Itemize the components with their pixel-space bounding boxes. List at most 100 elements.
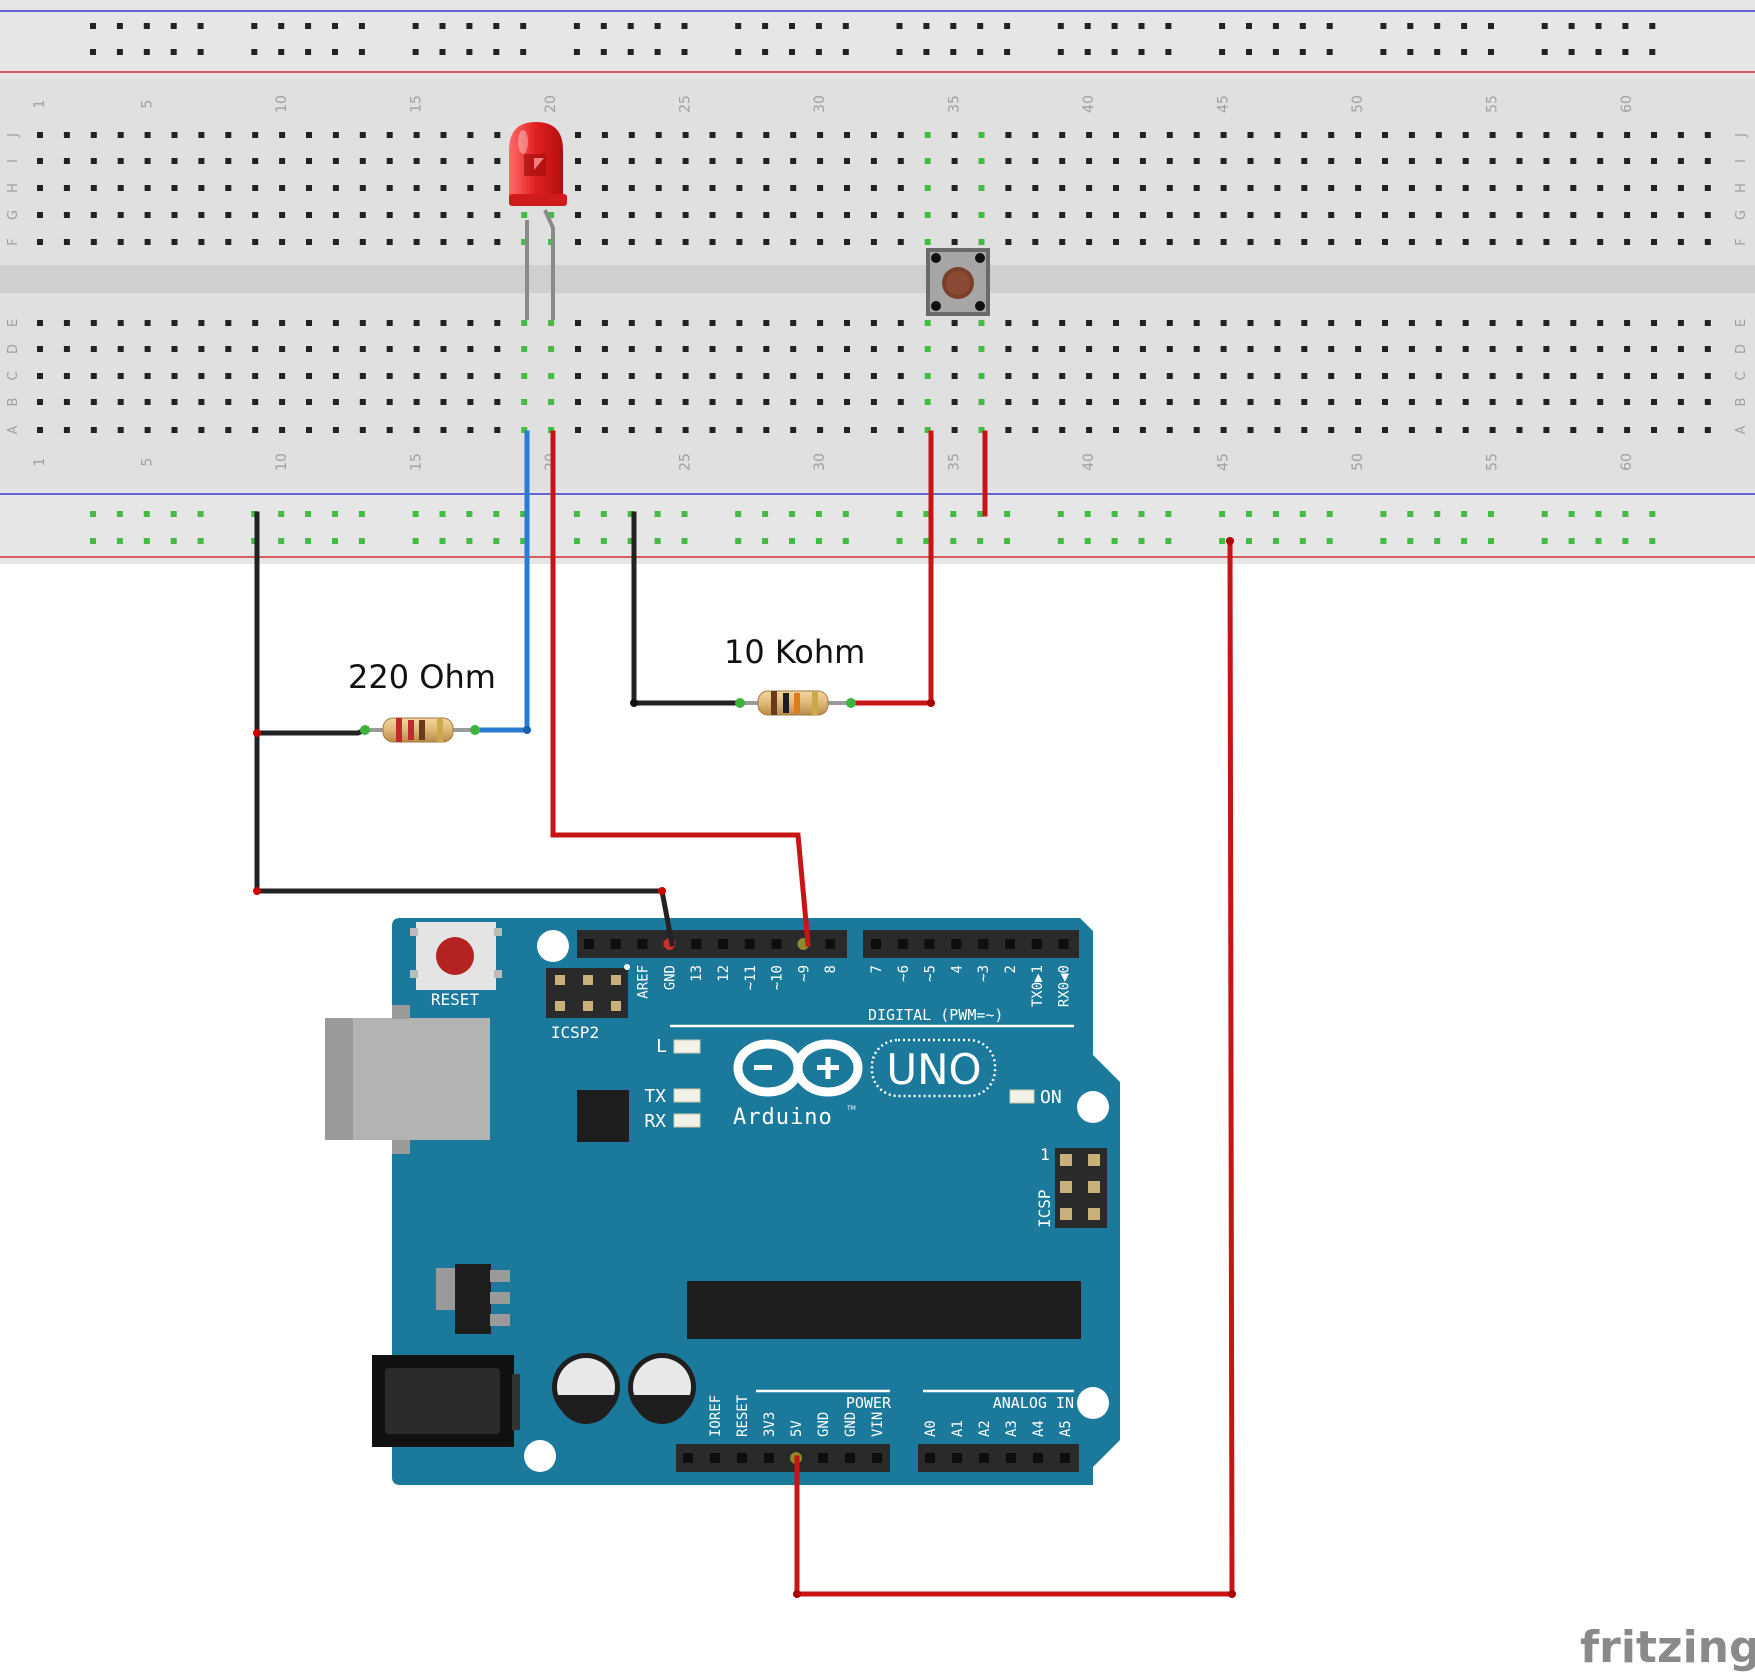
breadboard-hole [1274, 399, 1281, 405]
breadboard-hole [1624, 239, 1631, 245]
wire-rail-to-5v [794, 538, 1235, 1597]
breadboard-hole [763, 158, 770, 164]
rail-hole [1057, 511, 1064, 517]
pushbutton[interactable] [926, 248, 990, 316]
breadboard-hole [306, 373, 312, 379]
rail-hole [1595, 538, 1602, 544]
breadboard-hole [1408, 132, 1415, 138]
breadboard-hole [1462, 239, 1469, 245]
breadboard-hole [1624, 132, 1631, 138]
rail-hole [1595, 23, 1602, 29]
breadboard-hole [548, 373, 555, 379]
power-pin-label: RESET [735, 1394, 751, 1437]
breadboard-hole [1220, 158, 1227, 164]
breadboard-hole [1274, 185, 1281, 191]
red-led[interactable] [509, 122, 567, 320]
header-pin [871, 939, 881, 949]
breadboard-hole [1677, 132, 1684, 138]
led-rx [673, 1113, 701, 1128]
breadboard-hole [924, 320, 931, 326]
rail-hole [842, 23, 849, 29]
breadboard-hole [306, 239, 312, 245]
breadboard-hole [1651, 320, 1657, 326]
breadboard-hole [1005, 132, 1012, 138]
breadboard-hole [413, 373, 420, 379]
rail-hole [977, 511, 984, 517]
rail-hole [278, 538, 285, 544]
breadboard-hole [1408, 239, 1415, 245]
breadboard-hole [655, 320, 662, 326]
breadboard-hole [1086, 239, 1093, 245]
resistor-220-ohm[interactable] [360, 717, 480, 743]
breadboard-hole [37, 346, 43, 352]
breadboard-hole [897, 212, 904, 218]
rail-hole [1541, 538, 1548, 544]
breadboard-hole [359, 399, 366, 405]
breadboard-hole [1704, 212, 1711, 218]
breadboard-hole [1543, 320, 1550, 326]
rail-hole [412, 538, 419, 544]
breadboard-hole [1704, 373, 1711, 379]
row-letter: H [1734, 183, 1749, 193]
breadboard-hole [1193, 158, 1200, 164]
reset-button[interactable] [410, 922, 502, 990]
breadboard-hole [844, 320, 850, 326]
breadboard-hole [1166, 239, 1173, 245]
breadboard-hole [817, 239, 824, 245]
breadboard-hole [1301, 239, 1308, 245]
breadboard-hole [924, 239, 931, 245]
header-pin [1033, 1453, 1043, 1463]
header-pin [691, 939, 702, 949]
breadboard-hole [951, 320, 958, 326]
atmega-chip [687, 1281, 1081, 1339]
row-letter: E [1734, 319, 1749, 327]
header-pin [771, 939, 782, 949]
breadboard-hole [1005, 399, 1012, 405]
icsp2-label: ICSP2 [551, 1023, 599, 1042]
breadboard-hole [386, 239, 393, 245]
row-letter: C [6, 371, 21, 380]
breadboard-hole [117, 132, 124, 138]
breadboard-hole [601, 132, 608, 138]
breadboard-hole [978, 427, 985, 433]
breadboard-hole [978, 158, 985, 164]
breadboard-hole [1059, 185, 1066, 191]
rail-hole [815, 511, 822, 517]
breadboard-hole [90, 346, 97, 352]
rail-hole [1004, 23, 1011, 29]
breadboard-hole [870, 399, 877, 405]
rail-hole [1004, 511, 1011, 517]
breadboard-hole [1570, 158, 1577, 164]
breadboard-hole [1570, 239, 1577, 245]
breadboard-hole [252, 373, 259, 379]
breadboard-hole [467, 212, 474, 218]
breadboard-hole [844, 185, 850, 191]
led-l [673, 1039, 701, 1054]
breadboard-hole [575, 132, 581, 138]
resistor-10k-ohm[interactable] [735, 690, 856, 716]
column-number: 40 [1081, 453, 1097, 471]
breadboard-hole [1328, 158, 1335, 164]
breadboard-hole [306, 158, 312, 164]
breadboard-hole [1489, 239, 1496, 245]
breadboard-hole [467, 427, 474, 433]
breadboard-hole [1516, 239, 1523, 245]
column-number: 1 [32, 458, 48, 467]
rail-hole [1622, 23, 1629, 29]
rail-hole [1541, 511, 1548, 517]
breadboard-hole [709, 132, 716, 138]
breadboard-hole [655, 239, 662, 245]
breadboard-hole [1328, 185, 1335, 191]
breadboard-hole [144, 320, 151, 326]
breadboard-hole [90, 158, 97, 164]
digital-pin-label: 8 [823, 965, 839, 973]
rail-hole [1407, 511, 1414, 517]
digital-pin-label: ~11 [743, 965, 759, 990]
breadboard-hole [817, 399, 824, 405]
rail-hole [1326, 49, 1333, 55]
breadboard-hole [844, 373, 850, 379]
breadboard-hole [1597, 158, 1604, 164]
breadboard-hole [897, 346, 904, 352]
breadboard-hole [1462, 185, 1469, 191]
breadboard-hole [628, 185, 635, 191]
